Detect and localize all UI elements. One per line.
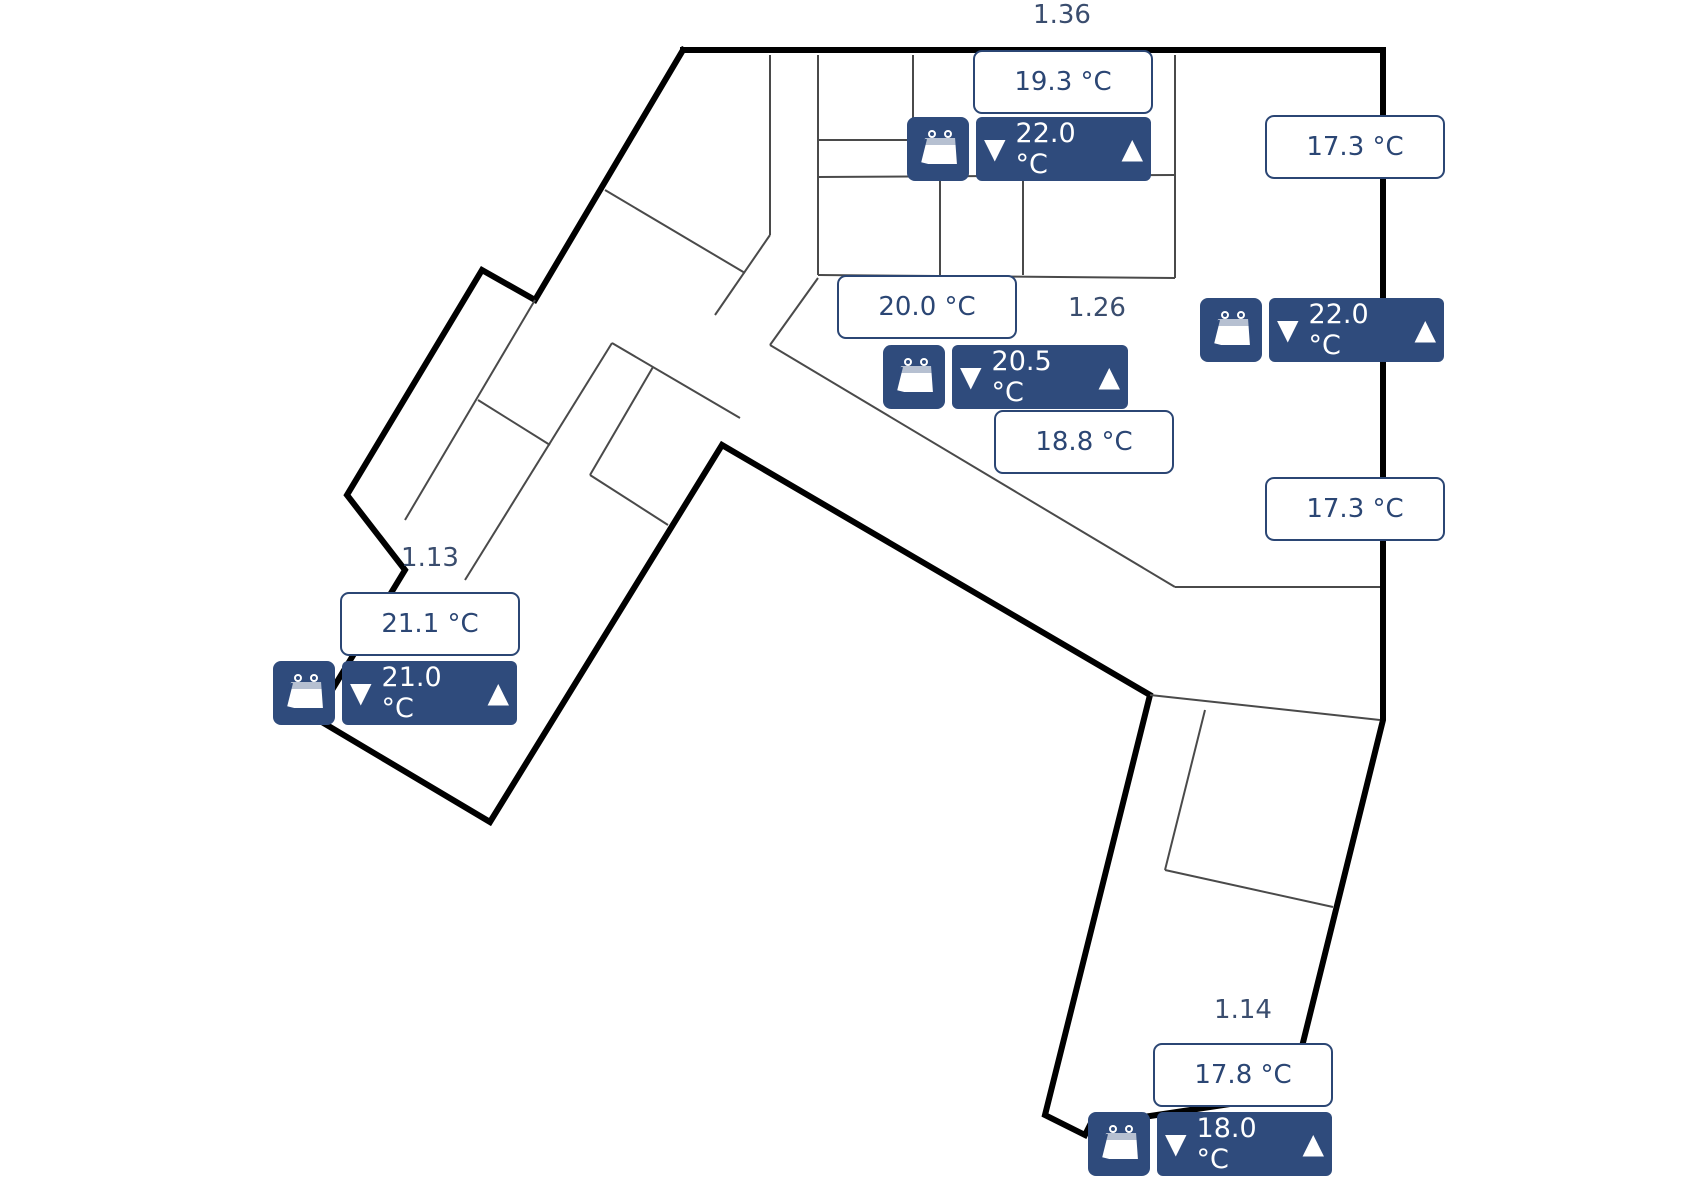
setpoint-control-1-13: ▼ 21.0 °C ▲ bbox=[342, 661, 517, 725]
room-temperature-1-13: 21.1 °C bbox=[340, 592, 520, 656]
increase-setpoint-button[interactable]: ▲ bbox=[487, 676, 509, 709]
setpoint-control-1-26: ▼ 20.5 °C ▲ bbox=[952, 345, 1128, 409]
setpoint-value: 22.0 °C bbox=[1015, 118, 1076, 180]
decrease-setpoint-button[interactable]: ▼ bbox=[960, 360, 982, 393]
decrease-setpoint-button[interactable]: ▼ bbox=[1165, 1127, 1187, 1160]
decrease-setpoint-button[interactable]: ▼ bbox=[350, 676, 372, 709]
inner-walls bbox=[404, 55, 1381, 908]
room-label-1-14: 1.14 bbox=[1214, 995, 1272, 1025]
calendar-icon bbox=[894, 358, 936, 394]
room-temperature-right-top: 17.3 °C bbox=[1265, 115, 1445, 179]
schedule-button-1-36[interactable] bbox=[907, 117, 969, 181]
room-label-1-26: 1.26 bbox=[1068, 293, 1126, 323]
schedule-button-1-14[interactable] bbox=[1088, 1112, 1150, 1176]
setpoint-control-right: ▼ 22.0 °C ▲ bbox=[1269, 298, 1444, 362]
setpoint-value: 18.0 °C bbox=[1196, 1113, 1257, 1175]
schedule-button-1-26[interactable] bbox=[883, 345, 945, 409]
calendar-icon bbox=[1099, 1125, 1141, 1161]
room-label-1-36: 1.36 bbox=[1033, 0, 1091, 30]
room-temperature-1-36: 19.3 °C bbox=[973, 50, 1153, 114]
setpoint-value: 21.0 °C bbox=[381, 662, 442, 724]
increase-setpoint-button[interactable]: ▲ bbox=[1098, 360, 1120, 393]
outer-walls bbox=[310, 45, 1386, 1140]
setpoint-control-1-14: ▼ 18.0 °C ▲ bbox=[1157, 1112, 1332, 1176]
calendar-icon bbox=[1211, 311, 1253, 347]
setpoint-control-1-36: ▼ 22.0 °C ▲ bbox=[976, 117, 1151, 181]
room-temperature-1-26: 20.0 °C bbox=[837, 275, 1017, 339]
calendar-icon bbox=[284, 674, 326, 710]
room-temperature-1-26-secondary: 18.8 °C bbox=[994, 410, 1174, 474]
schedule-button-right[interactable] bbox=[1200, 298, 1262, 362]
schedule-button-1-13[interactable] bbox=[273, 661, 335, 725]
decrease-setpoint-button[interactable]: ▼ bbox=[984, 132, 1006, 165]
room-temperature-right-bottom: 17.3 °C bbox=[1265, 477, 1445, 541]
increase-setpoint-button[interactable]: ▲ bbox=[1121, 132, 1143, 165]
increase-setpoint-button[interactable]: ▲ bbox=[1414, 313, 1436, 346]
calendar-icon bbox=[918, 130, 960, 166]
decrease-setpoint-button[interactable]: ▼ bbox=[1277, 313, 1299, 346]
increase-setpoint-button[interactable]: ▲ bbox=[1302, 1127, 1324, 1160]
setpoint-value: 22.0 °C bbox=[1308, 299, 1369, 361]
setpoint-value: 20.5 °C bbox=[991, 346, 1052, 408]
room-temperature-1-14: 17.8 °C bbox=[1153, 1043, 1333, 1107]
room-label-1-13: 1.13 bbox=[401, 543, 459, 573]
